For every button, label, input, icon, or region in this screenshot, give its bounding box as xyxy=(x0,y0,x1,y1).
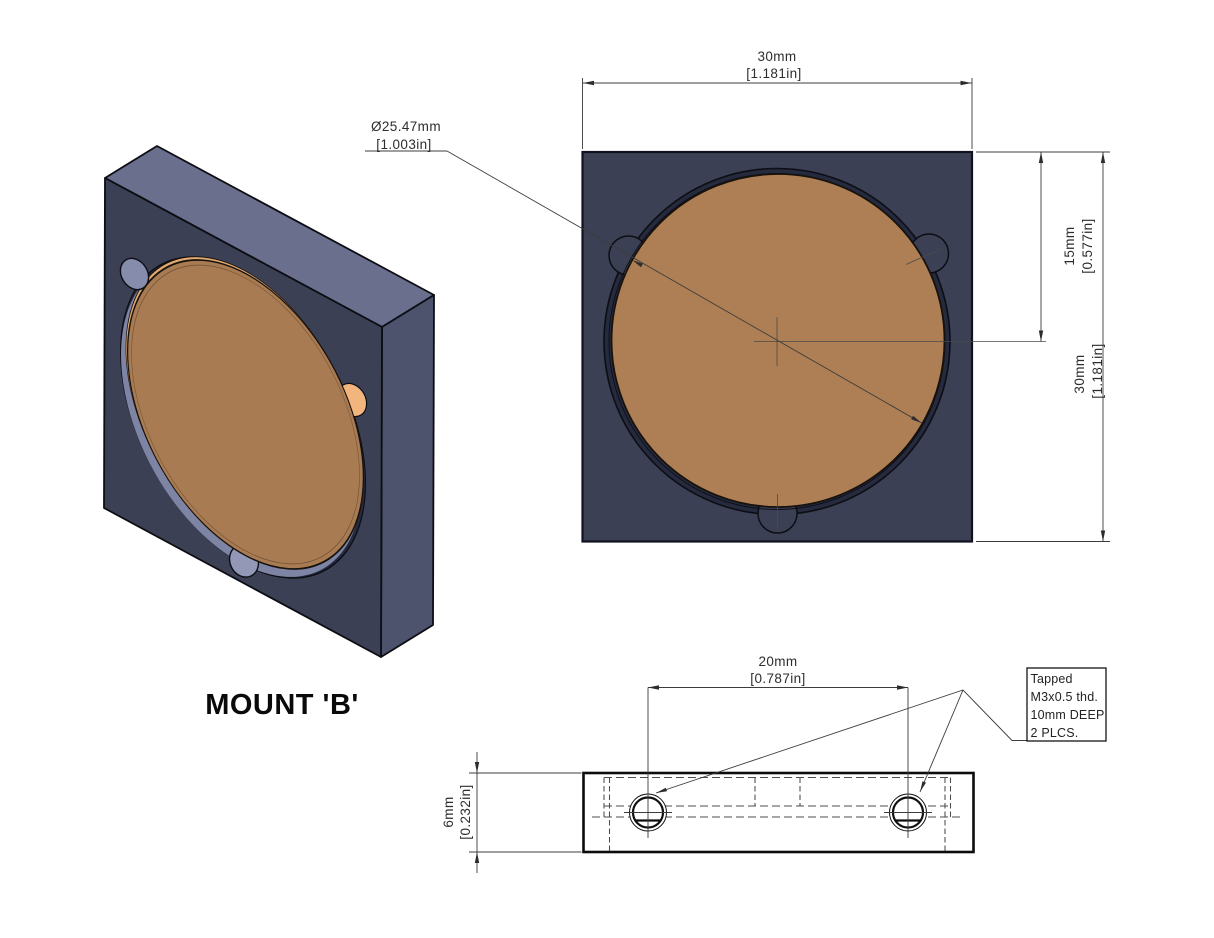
front-dimensions: 30mm [1.181in] 15mm [0.577in] 30mm [1.18… xyxy=(365,49,1110,542)
note-line-4: 2 PLCS. xyxy=(1031,726,1079,740)
arrowhead xyxy=(583,80,594,86)
dim-width-in: [1.181in] xyxy=(746,66,801,81)
dim-center-in: [0.577in] xyxy=(1080,218,1095,273)
isometric-view xyxy=(103,145,435,658)
dia-dimension-line xyxy=(446,150,922,424)
bottom-dimensions: 20mm [0.787in] 6mm [0.232in] Tapped M3x0… xyxy=(441,654,1107,873)
dim-center-mm: 15mm xyxy=(1062,226,1077,265)
arrowhead xyxy=(897,685,908,690)
bottom-view xyxy=(582,771,975,854)
iso-disc xyxy=(126,259,365,570)
dim-height-mm: 30mm xyxy=(1072,354,1087,393)
note-leader-line-2 xyxy=(919,689,964,793)
arrowhead xyxy=(474,762,480,773)
arrowhead xyxy=(632,260,643,268)
view-title: MOUNT 'B' xyxy=(205,689,359,721)
dim-thickness-mm: 6mm xyxy=(441,796,456,827)
iso-side-face xyxy=(380,294,435,658)
arrowhead xyxy=(1100,530,1106,542)
dim-width-mm: 30mm xyxy=(757,49,796,64)
arrowhead xyxy=(656,787,667,793)
arrowhead xyxy=(920,781,926,792)
right-tab-centerline xyxy=(905,248,942,265)
arrowhead xyxy=(1038,152,1044,163)
dim-diameter-in: [1.003in] xyxy=(376,137,431,152)
note-line-2: M3x0.5 thd. xyxy=(1031,690,1099,704)
note-line-1: Tapped xyxy=(1031,672,1073,686)
note-box xyxy=(1026,667,1107,742)
arrowhead xyxy=(648,685,659,690)
dim-spacing-in: [0.787in] xyxy=(750,671,805,686)
arrowhead xyxy=(960,80,972,86)
iso-disc-chamfer-line xyxy=(131,264,360,565)
front-view xyxy=(581,150,1046,543)
dim-thickness-in: [0.232in] xyxy=(458,784,473,839)
arrowhead xyxy=(474,852,480,863)
dim-diameter-mm: Ø25.47mm xyxy=(371,119,441,134)
iso-tab-upper-left xyxy=(119,257,150,291)
note-line-3: 10mm DEEP xyxy=(1031,708,1105,722)
dim-spacing-mm: 20mm xyxy=(758,654,797,669)
note-leader-line xyxy=(655,689,1027,794)
arrowhead xyxy=(1038,330,1044,342)
arrowhead xyxy=(911,415,922,423)
arrowhead xyxy=(1100,152,1106,163)
dim-height-in: [1.181in] xyxy=(1090,343,1105,398)
